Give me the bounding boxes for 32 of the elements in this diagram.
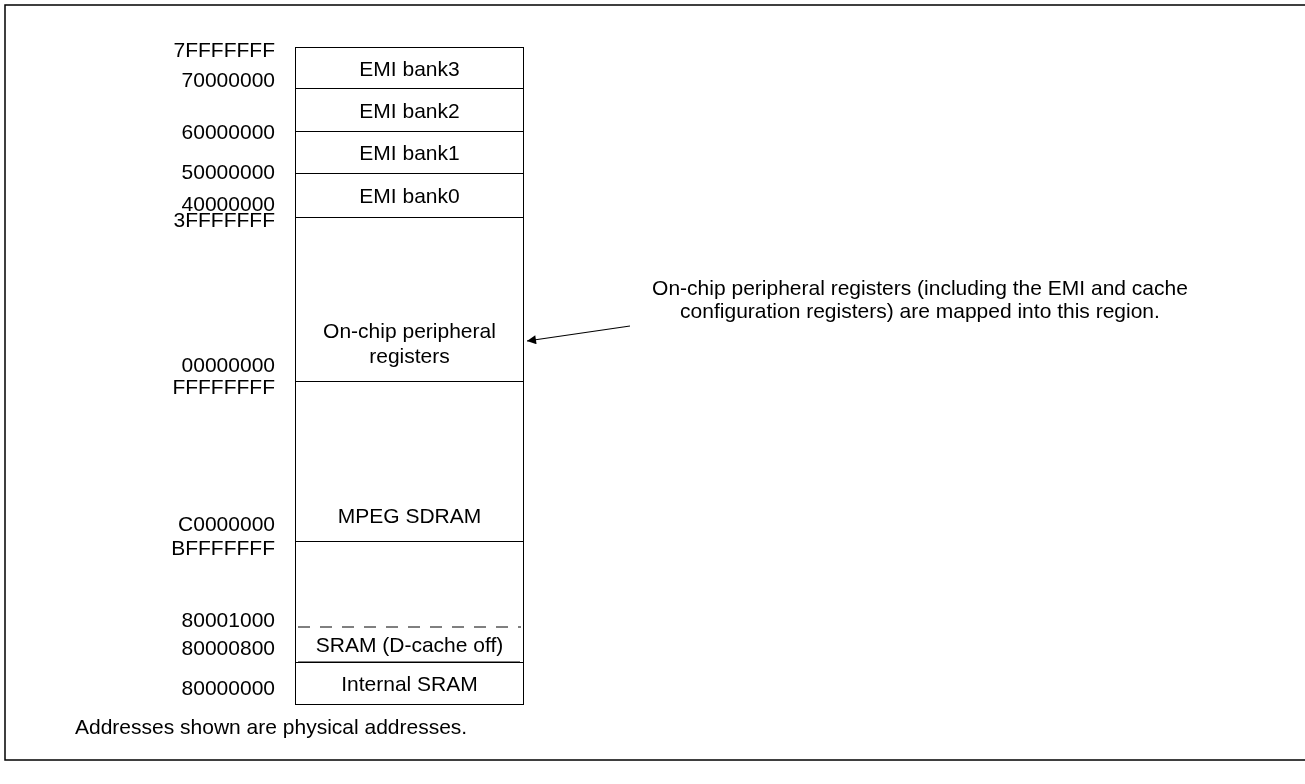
region-label: EMI bank1 xyxy=(359,140,460,166)
address-label: 50000000 xyxy=(181,164,275,180)
address-label: 80000800 xyxy=(181,640,275,656)
address-label: FFFFFFFF xyxy=(172,379,275,395)
address-label: 3FFFFFFF xyxy=(173,212,275,228)
region-label: On-chip peripheral registers (including the EMI and cache configuration registers) are mapped into this region. xyxy=(651,276,1189,323)
address-label: 70000000 xyxy=(181,72,275,88)
memory-region xyxy=(295,131,524,174)
leader-arrow xyxy=(526,325,631,345)
region-label: Internal SRAM xyxy=(341,670,478,697)
region-label: SRAM (D-cache off) xyxy=(315,632,504,658)
region-label: MPEG SDRAM xyxy=(337,502,482,528)
memory-region xyxy=(295,217,524,382)
memory-region xyxy=(295,173,524,218)
address-label: C0000000 xyxy=(178,516,275,532)
address-label: 80000000 xyxy=(181,680,275,696)
memory-region xyxy=(295,47,524,89)
address-label: BFFFFFFF xyxy=(171,540,275,556)
address-label: 40000000 xyxy=(181,196,275,212)
address-label: 7FFFFFFF xyxy=(173,42,275,58)
address-label: 00000000 xyxy=(181,357,275,373)
region-label: EMI bank2 xyxy=(359,97,460,124)
address-label: 60000000 xyxy=(181,124,275,140)
memory-region xyxy=(295,381,524,542)
memory-region xyxy=(295,88,524,132)
region-label: On-chip peripheral registers xyxy=(322,317,497,368)
region-label: EMI bank3 xyxy=(359,55,460,82)
memory-region xyxy=(295,627,524,663)
empty-memory-region xyxy=(295,541,524,628)
address-label: 80001000 xyxy=(181,612,275,628)
memory-region xyxy=(295,662,524,705)
region-label: EMI bank0 xyxy=(359,183,460,209)
